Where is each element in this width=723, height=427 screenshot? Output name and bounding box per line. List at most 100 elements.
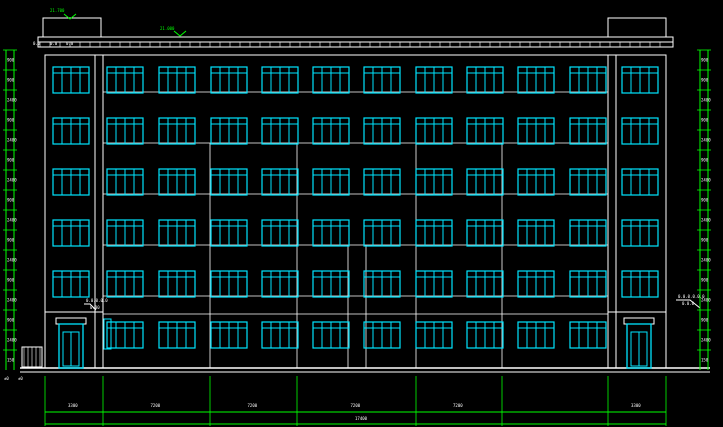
window: [210, 66, 248, 94]
window: [569, 66, 607, 94]
bottom-dimension-label: 7200: [151, 403, 161, 408]
window: [363, 168, 401, 196]
window: [106, 168, 144, 196]
window: [158, 117, 196, 145]
dimension-label: 900: [7, 58, 15, 63]
window: [569, 321, 607, 349]
dimension-label: 2400: [701, 138, 711, 143]
dimension-label: 2400: [701, 298, 711, 303]
window: [106, 270, 144, 298]
window: [52, 219, 90, 247]
dimension-label: 2400: [7, 258, 17, 263]
window: [312, 168, 350, 196]
window: [466, 66, 504, 94]
window: [621, 168, 659, 196]
facade-outline: [44, 54, 667, 369]
bottom-dimension-label: 3300: [631, 403, 641, 408]
bottom-dimension-label: 7200: [248, 403, 258, 408]
window: [52, 168, 90, 196]
right-callout-leader: [676, 299, 701, 309]
window: [415, 270, 453, 298]
bottom-dimension-label: 7200: [351, 403, 361, 408]
window: [261, 168, 299, 196]
parapet-elev-marker: [63, 13, 77, 20]
window: [466, 117, 504, 145]
dimension-label: 2400: [701, 258, 711, 263]
window: [158, 66, 196, 94]
window: [210, 117, 248, 145]
left-callout-leader: [84, 303, 97, 311]
parapet-elevation-label: 21.700: [50, 8, 65, 13]
window: [106, 117, 144, 145]
dimension-label: 2400: [7, 138, 17, 143]
dimension-label: 900: [701, 78, 709, 83]
window: [261, 117, 299, 145]
dimension-label: 900: [7, 118, 15, 123]
window: [158, 219, 196, 247]
window: [261, 270, 299, 298]
window: [415, 66, 453, 94]
window: [363, 66, 401, 94]
window: [466, 219, 504, 247]
window: [517, 219, 555, 247]
window: [261, 321, 299, 349]
right-parapet: [607, 17, 667, 38]
window: [158, 321, 196, 349]
dimension-label: 900: [701, 118, 709, 123]
dimension-label: 900: [7, 318, 15, 323]
window: [312, 219, 350, 247]
window: [52, 66, 90, 94]
window: [517, 117, 555, 145]
window: [466, 168, 504, 196]
dimension-label: 2400: [701, 98, 711, 103]
bottom-dimension-label: 3300: [68, 403, 78, 408]
dimension-label: 2400: [701, 178, 711, 183]
dimension-label: 900: [7, 278, 15, 283]
dimension-label: 900: [7, 158, 15, 163]
window: [363, 219, 401, 247]
window: [415, 219, 453, 247]
window: [415, 168, 453, 196]
window: [210, 219, 248, 247]
door-group: [21, 299, 701, 369]
right-callout-note: 0.0.0.0.0.0: [678, 294, 705, 299]
dimension-label: 900: [701, 278, 709, 283]
window: [517, 321, 555, 349]
side-window-strip: [103, 318, 112, 350]
window: [569, 168, 607, 196]
dimension-label: 150: [7, 358, 15, 363]
window: [52, 270, 90, 298]
window: [621, 219, 659, 247]
dimension-label: 2400: [701, 338, 711, 343]
window: [106, 219, 144, 247]
eave-label-c: 0.0: [66, 41, 74, 46]
dimension-label: 900: [701, 198, 709, 203]
window: [210, 321, 248, 349]
dimension-label: 2400: [7, 98, 17, 103]
dimension-label: 900: [701, 238, 709, 243]
roof-elev-marker: [173, 30, 187, 37]
window-group: [52, 66, 659, 350]
entrance-door: [623, 317, 655, 369]
roof-band-lower: [37, 41, 674, 48]
dimension-label: 900: [701, 158, 709, 163]
window: [415, 117, 453, 145]
window: [158, 270, 196, 298]
ground-dim-label: ±0: [18, 376, 23, 381]
window: [415, 321, 453, 349]
dimension-label: 2400: [701, 218, 711, 223]
eave-label-b: 0.0: [50, 41, 58, 46]
dimension-label: 900: [701, 318, 709, 323]
window: [210, 270, 248, 298]
window: [312, 117, 350, 145]
building-outline: [20, 13, 710, 373]
dimension-label: 2400: [7, 298, 17, 303]
window: [621, 66, 659, 94]
window: [312, 321, 350, 349]
window: [569, 117, 607, 145]
window: [312, 270, 350, 298]
dimension-label: 2400: [7, 218, 17, 223]
window: [106, 66, 144, 94]
window: [569, 270, 607, 298]
